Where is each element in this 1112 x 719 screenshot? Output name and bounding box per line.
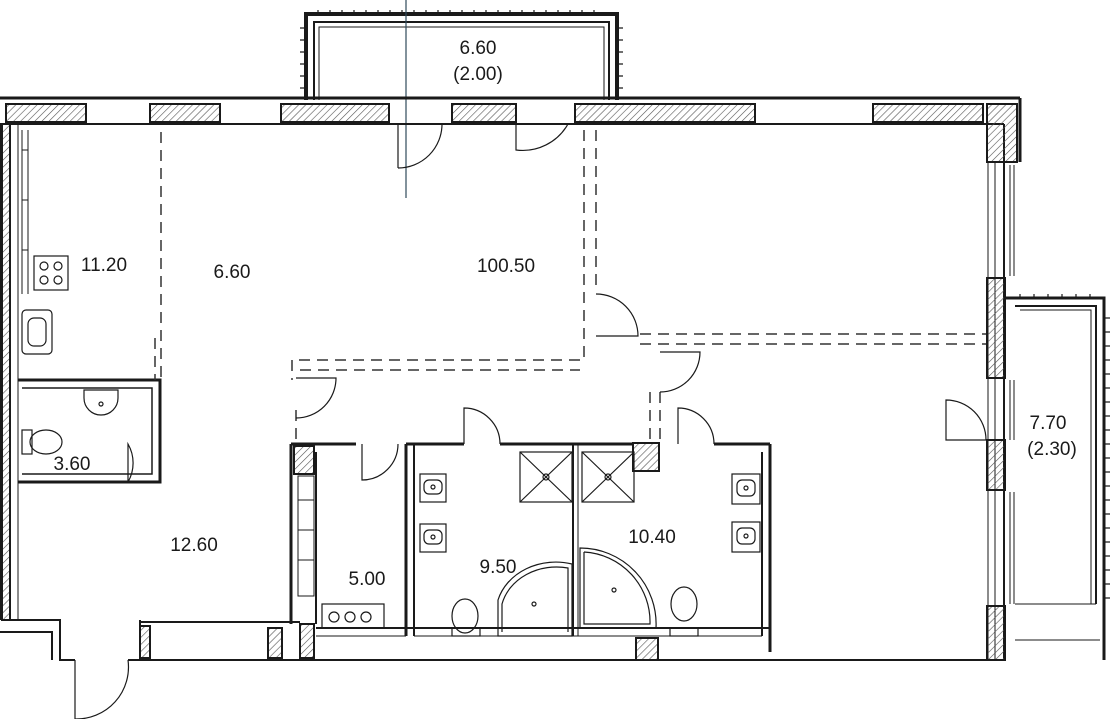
shower-trays <box>519 451 635 503</box>
room-area-hall: 12.60 <box>170 535 218 556</box>
room-area-balcony-right: 7.70 <box>1030 413 1067 434</box>
wall-hatch-segments <box>1 103 1018 661</box>
room-area-living: 100.50 <box>477 256 535 277</box>
zone-boundaries <box>154 130 986 444</box>
room-area-kitchen: 11.20 <box>81 255 127 276</box>
balcony-right-outline <box>1004 296 1106 660</box>
room-area-bath-2: 10.40 <box>628 527 676 548</box>
balcony-right-railing-ticks <box>1019 294 1110 599</box>
room-area-dining: 6.60 <box>214 262 251 283</box>
storage-shelving <box>297 475 315 597</box>
doors <box>74 123 987 719</box>
wc-sink <box>83 389 119 416</box>
kitchen-sink <box>21 309 53 355</box>
room-sub-balcony-right: (2.30) <box>1027 439 1077 460</box>
left-window <box>21 130 29 294</box>
room-area-storage: 5.00 <box>349 569 386 590</box>
room-area-bath-1: 9.50 <box>480 557 517 578</box>
room-labels: 6.60 (2.00) 11.20 6.60 100.50 3.60 12.60… <box>54 38 1077 590</box>
room-area-balcony-top: 6.60 <box>460 38 497 59</box>
right-windows <box>1009 165 1015 604</box>
wc-toilet <box>21 429 63 455</box>
kitchen-stove <box>33 255 69 291</box>
storage-stove <box>321 603 385 629</box>
bath-sinks <box>419 473 761 553</box>
room-sub-balcony-top: (2.00) <box>453 64 503 85</box>
bath-toilets <box>451 586 699 637</box>
room-area-wc: 3.60 <box>54 454 91 475</box>
interior-walls <box>18 378 772 652</box>
corner-baths <box>497 547 657 637</box>
balcony-top-railing-ticks <box>300 10 623 89</box>
